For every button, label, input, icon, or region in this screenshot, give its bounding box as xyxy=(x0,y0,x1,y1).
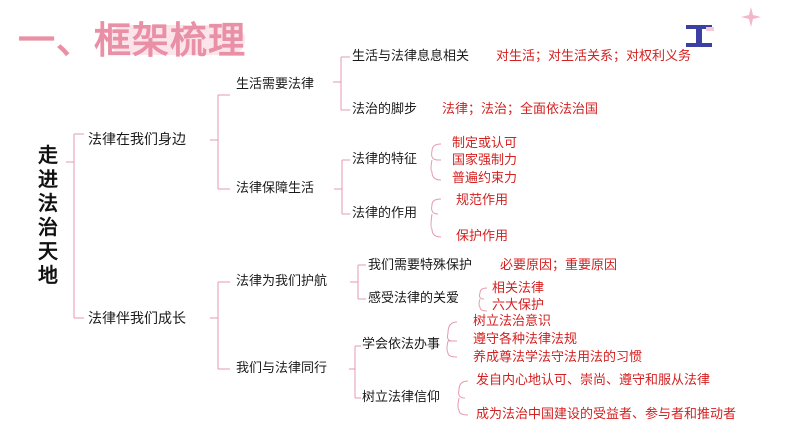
sparkle-star-icon xyxy=(741,7,761,27)
node-law-features: 法律的特征 xyxy=(352,152,418,167)
node-life-law-related: 生活与法律息息相关 xyxy=(352,49,470,64)
node-special-protection: 我们需要特殊保护 xyxy=(368,258,473,273)
leaf-rule-of-law-steps: 法律；法治；全面依法治国 xyxy=(442,102,599,117)
leaf-law-feature: 国家强制力 xyxy=(452,153,518,168)
leaf-life-law-related: 对生活；对生活关系；对权利义务 xyxy=(496,49,692,64)
node-rule-of-law-steps: 法治的脚步 xyxy=(352,102,418,117)
node-act-by-law: 学会依法办事 xyxy=(362,337,441,352)
leaf-law-belief: 发自内心地认可、崇尚、遵守和服从法律 xyxy=(476,373,711,388)
page-title: 一、框架梳理 xyxy=(18,19,246,62)
i-beam-deco-icon xyxy=(686,25,714,47)
branch-law-grows-with-us: 法律伴我们成长 xyxy=(88,311,186,327)
node-law-functions: 法律的作用 xyxy=(352,206,418,221)
node-life-needs-law: 生活需要法律 xyxy=(236,77,315,92)
title-highlight xyxy=(110,25,245,55)
leaf-act-by-law: 遵守各种法律法规 xyxy=(473,332,578,347)
leaf-law-care: 六大保护 xyxy=(492,298,545,313)
leaf-act-by-law: 养成尊法学法守法用法的习惯 xyxy=(473,350,643,365)
leaf-law-function: 规范作用 xyxy=(456,193,509,208)
leaf-law-feature: 普遍约束力 xyxy=(452,171,518,186)
root-topic: 走进法治天地 xyxy=(38,143,58,287)
node-law-protects-life: 法律保障生活 xyxy=(236,181,315,196)
leaf-act-by-law: 树立法治意识 xyxy=(473,314,552,329)
leaf-law-care: 相关法律 xyxy=(492,281,545,296)
leaf-law-belief: 成为法治中国建设的受益者、参与者和推动者 xyxy=(476,407,737,422)
leaf-law-function: 保护作用 xyxy=(456,229,509,244)
node-law-escorts-us: 法律为我们护航 xyxy=(236,274,328,289)
node-walk-with-law: 我们与法律同行 xyxy=(236,361,328,376)
node-feel-law-care: 感受法律的关爱 xyxy=(368,291,460,306)
node-law-belief: 树立法律信仰 xyxy=(362,390,441,405)
leaf-special-protection: 必要原因；重要原因 xyxy=(500,258,618,273)
branch-law-around-us: 法律在我们身边 xyxy=(88,132,186,148)
leaf-law-feature: 制定或认可 xyxy=(452,136,518,151)
